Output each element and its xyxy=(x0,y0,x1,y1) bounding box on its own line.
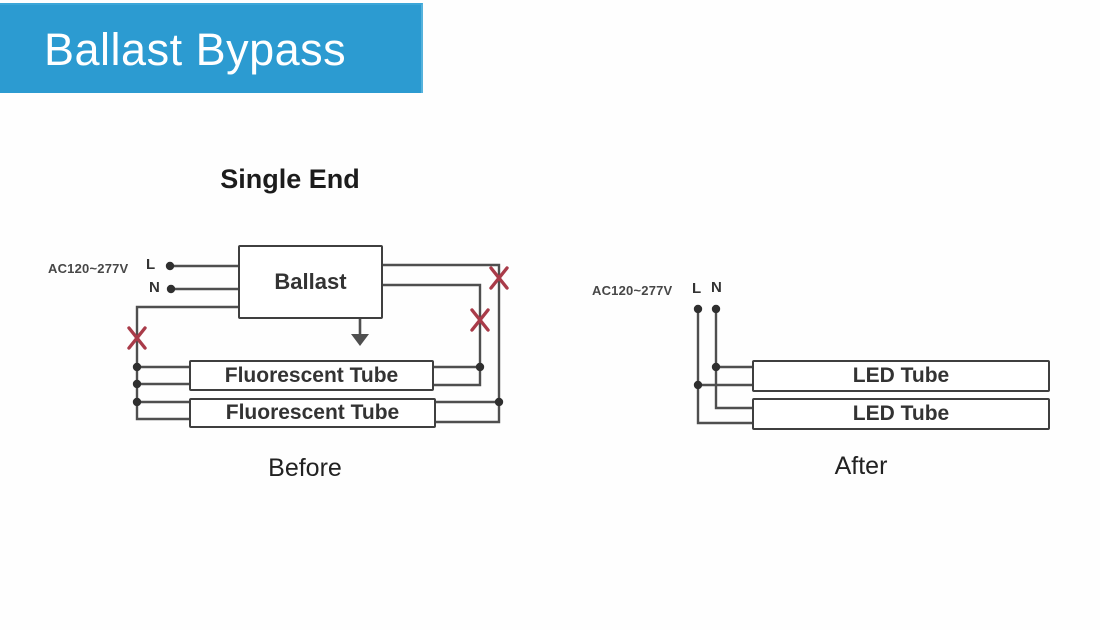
after-line-label: L xyxy=(692,280,702,297)
cut-mark-icon-left xyxy=(127,326,147,350)
before-section-label: Before xyxy=(268,454,342,482)
before-wires xyxy=(135,263,501,424)
after-junction-dots xyxy=(693,304,721,390)
ballast-label: Ballast xyxy=(274,269,347,294)
title-banner: Ballast Bypass xyxy=(0,3,423,93)
after-section-label: After xyxy=(834,452,888,480)
before-neutral-label: N xyxy=(149,279,160,296)
after-supply-voltage-label: AC120~277V xyxy=(592,283,673,298)
before-supply-voltage-label: AC120~277V xyxy=(48,261,129,276)
after-neutral-label: N xyxy=(711,279,722,296)
led-tube-2-label: LED Tube xyxy=(852,402,950,425)
ballast-box: Ballast xyxy=(238,245,383,319)
subtitle-single-end: Single End xyxy=(220,164,360,194)
fluorescent-tube-1: Fluorescent Tube xyxy=(189,360,434,391)
before-junction-dots xyxy=(132,261,504,407)
fluorescent-tube-2: Fluorescent Tube xyxy=(189,398,436,428)
down-arrow-icon xyxy=(351,319,369,346)
cut-mark-icons xyxy=(127,266,509,350)
fluorescent-tube-1-label: Fluorescent Tube xyxy=(224,363,399,387)
led-tube-1-label: LED Tube xyxy=(852,364,950,387)
fluorescent-tube-2-label: Fluorescent Tube xyxy=(225,401,400,424)
after-wires xyxy=(696,309,753,425)
led-tube-2: LED Tube xyxy=(752,398,1050,430)
led-tube-1: LED Tube xyxy=(752,360,1050,392)
cut-mark-icon-right-outer xyxy=(489,266,509,290)
page-title: Ballast Bypass xyxy=(44,23,347,75)
before-line-label: L xyxy=(146,256,156,273)
cut-mark-icon-right-inner xyxy=(470,308,490,332)
